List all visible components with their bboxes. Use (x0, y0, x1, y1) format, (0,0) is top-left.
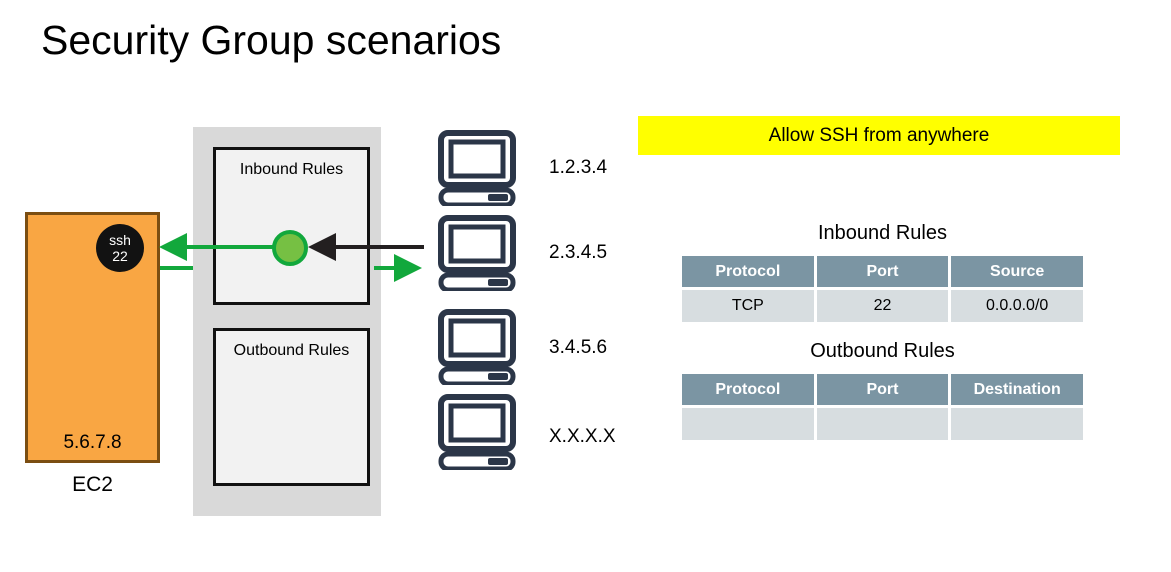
cell-protocol (682, 408, 814, 440)
table-header-row: Protocol Port Source (682, 256, 1083, 287)
client-ip-label: 3.4.5.6 (549, 337, 608, 358)
ssh-port-badge: ssh 22 (96, 224, 144, 272)
client-ip-label: 1.2.3.4 (549, 157, 608, 178)
column-header-port: Port (816, 256, 949, 287)
column-header-port: Port (816, 374, 949, 405)
table-row (682, 408, 1083, 440)
desktop-computer-icon (438, 309, 516, 385)
inbound-rules-box-title: Inbound Rules (239, 161, 344, 178)
column-header-destination: Destination (951, 374, 1083, 405)
allowed-rule-dot (272, 230, 308, 266)
outbound-table-caption: Outbound Rules (810, 340, 955, 362)
ssh-badge-protocol: ssh (109, 232, 131, 248)
cell-protocol: TCP (682, 290, 814, 322)
desktop-computer-icon (438, 394, 516, 470)
column-header-protocol: Protocol (682, 256, 814, 287)
callout-banner: Allow SSH from anywhere (638, 116, 1120, 155)
table-header-row: Protocol Port Destination (682, 374, 1083, 405)
client-ip-label: X.X.X.X (549, 426, 616, 447)
ec2-label: EC2 (72, 473, 113, 496)
cell-port (816, 408, 949, 440)
desktop-computer-icon (438, 130, 516, 206)
outbound-rules-box-title: Outbound Rules (233, 342, 350, 359)
client-ip-label: 2.3.4.5 (549, 242, 608, 263)
outbound-rules-box: Outbound Rules (213, 328, 370, 486)
cell-destination (951, 408, 1083, 440)
inbound-rules-table: Protocol Port Source TCP 22 0.0.0.0/0 (679, 253, 1086, 325)
cell-port: 22 (816, 290, 949, 322)
ssh-badge-port: 22 (112, 248, 128, 264)
table-row: TCP 22 0.0.0.0/0 (682, 290, 1083, 322)
desktop-computer-icon (438, 215, 516, 291)
cell-source: 0.0.0.0/0 (951, 290, 1083, 322)
callout-banner-text: Allow SSH from anywhere (768, 124, 990, 146)
outbound-rules-table: Protocol Port Destination (679, 371, 1086, 443)
page-title: Security Group scenarios (41, 17, 502, 63)
inbound-table-caption: Inbound Rules (818, 222, 947, 244)
ec2-ip-address: 5.6.7.8 (63, 432, 122, 453)
inbound-rules-box: Inbound Rules (213, 147, 370, 305)
column-header-source: Source (951, 256, 1083, 287)
column-header-protocol: Protocol (682, 374, 814, 405)
